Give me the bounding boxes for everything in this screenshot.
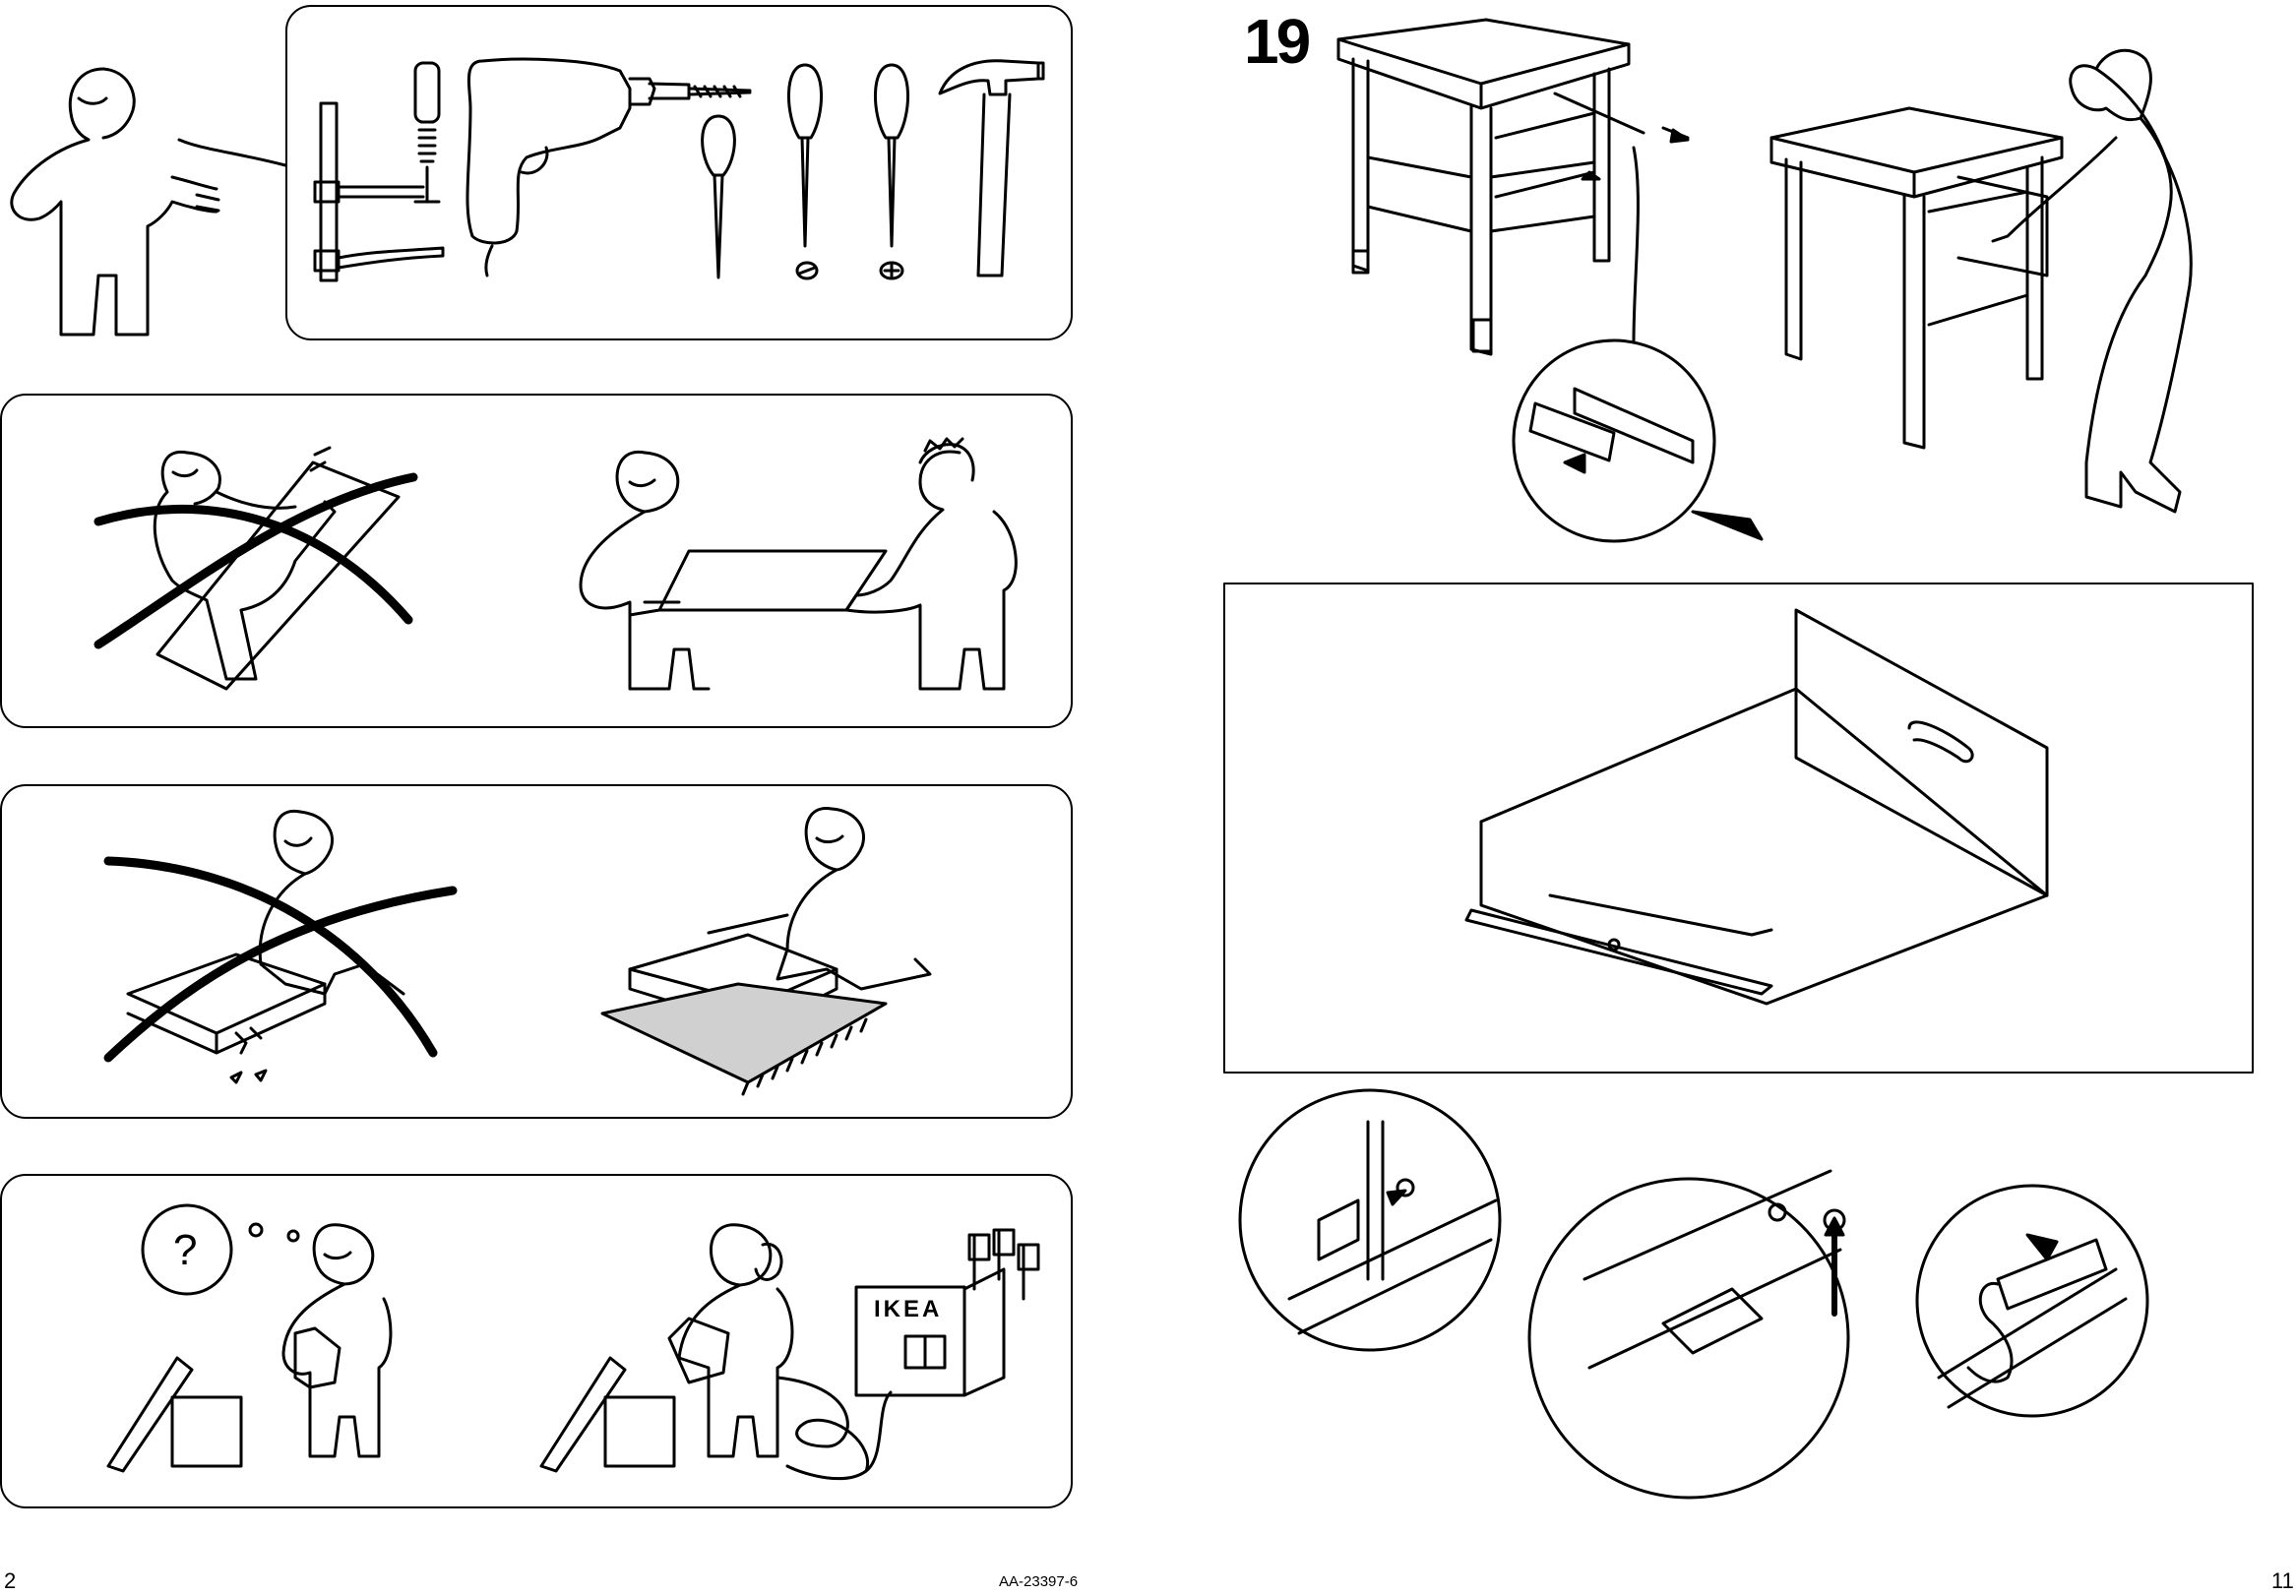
two-person-carry-icon bbox=[579, 437, 1018, 691]
page-number-left: 2 bbox=[4, 1568, 17, 1593]
one-person-carry-crossed-icon bbox=[93, 446, 418, 691]
question-mark-text: ? bbox=[173, 1226, 197, 1274]
drawer-rail-closeup-icon bbox=[1464, 608, 2049, 1006]
drawer-unit-icon bbox=[1336, 18, 1690, 356]
bar-clamp-icon bbox=[313, 61, 445, 282]
document-code: AA-23397-6 bbox=[999, 1573, 1079, 1590]
floor-panel bbox=[0, 784, 1073, 1119]
rail-press-detail-icon bbox=[1915, 1184, 2149, 1418]
mascot-pointing-icon bbox=[10, 67, 287, 337]
person-inserting-drawer-icon bbox=[1769, 48, 2193, 514]
rail-detail-circle-icon bbox=[1512, 146, 1764, 543]
confused-person-icon bbox=[106, 1203, 393, 1473]
rail-screw-detail-icon bbox=[1238, 1088, 1502, 1352]
hammer-icon bbox=[938, 59, 1045, 277]
tools-panel bbox=[285, 5, 1073, 340]
help-panel bbox=[0, 1174, 1073, 1508]
phillips-screwdriver-icon bbox=[873, 63, 910, 280]
page-number-right: 11 bbox=[2271, 1568, 2294, 1593]
assembly-on-hard-floor-crossed-icon bbox=[103, 809, 458, 1084]
step-number: 19 bbox=[1244, 6, 1311, 77]
drawer-rail-frame bbox=[1223, 583, 2254, 1074]
rail-clip-detail-icon bbox=[1527, 1169, 1850, 1500]
assembly-on-rug-icon bbox=[600, 807, 932, 1096]
ikea-store-sign: IKEA bbox=[874, 1296, 942, 1322]
power-drill-icon bbox=[465, 57, 752, 277]
phone-ikea-store-icon bbox=[539, 1223, 1040, 1481]
flathead-screwdriver-icon bbox=[786, 63, 824, 280]
carry-panel bbox=[0, 394, 1073, 728]
awl-icon bbox=[701, 114, 736, 279]
